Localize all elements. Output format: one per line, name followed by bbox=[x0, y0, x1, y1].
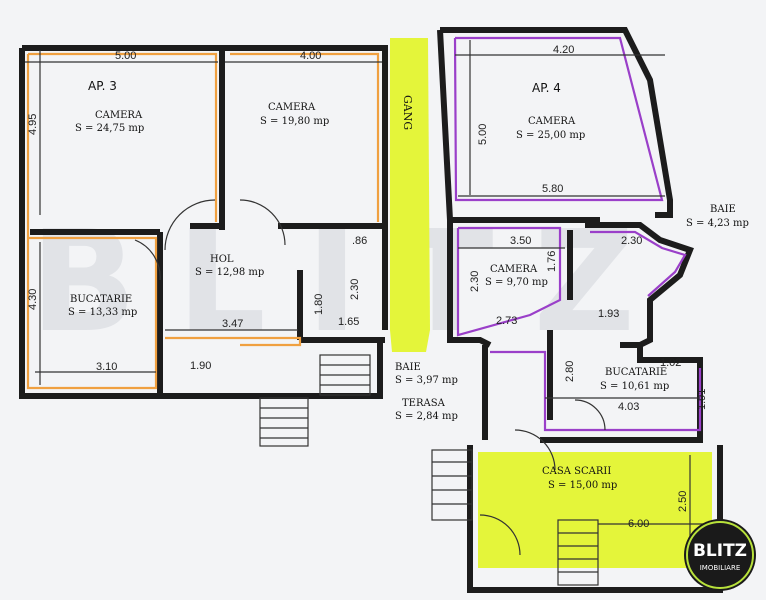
logo-sub-text: IMOBILIARE bbox=[700, 564, 741, 572]
apt4-walls bbox=[437, 27, 703, 443]
dim-347: 3.47 bbox=[222, 318, 243, 330]
doors bbox=[134, 199, 606, 556]
room-ap4-baie-area: S = 4,23 mp bbox=[686, 218, 749, 229]
stair-hall-walls bbox=[467, 445, 723, 593]
dim-400-top: 4.00 bbox=[300, 50, 321, 62]
dim-230c: 2.30 bbox=[469, 271, 481, 292]
room-ap3-camera1-area: S = 24,75 mp bbox=[75, 123, 144, 134]
room-ap3-camera2-name: CAMERA bbox=[268, 102, 316, 113]
dim-193: 1.93 bbox=[598, 308, 619, 320]
room-ap4-camera1-area: S = 25,00 mp bbox=[516, 130, 585, 141]
room-ap3-bucatarie-name: BUCATARIE bbox=[70, 294, 132, 305]
casa-scarii-highlight bbox=[478, 452, 712, 568]
gang-highlight bbox=[390, 38, 430, 352]
dim-280: 2.80 bbox=[564, 361, 576, 382]
dim-500-top: 5.00 bbox=[115, 50, 136, 62]
dim-191: 1.91 bbox=[696, 389, 708, 410]
room-ap4-bucatarie-name: BUCATARIE bbox=[605, 367, 667, 378]
dim-230a: 2.30 bbox=[349, 279, 361, 300]
dim-165: 1.65 bbox=[338, 316, 359, 328]
room-ap3-bucatarie-area: S = 13,33 mp bbox=[68, 307, 137, 318]
room-ap4-camera2-name: CAMERA bbox=[490, 264, 538, 275]
room-ap3-baie-area: S = 3,97 mp bbox=[395, 375, 458, 386]
dim-495: 4.95 bbox=[27, 114, 39, 135]
dim-420: 4.20 bbox=[553, 44, 574, 56]
apt3-title: AP. 3 bbox=[88, 79, 117, 93]
room-gang-name: GANG bbox=[401, 95, 414, 130]
dim-403: 4.03 bbox=[618, 401, 639, 413]
blitz-logo: BLITZ IMOBILIARE bbox=[684, 519, 756, 591]
room-ap4-camera2-area: S = 9,70 mp bbox=[485, 277, 548, 288]
dim-580: 5.80 bbox=[542, 183, 563, 195]
dim-230b: 2.30 bbox=[621, 235, 642, 247]
dim-180: 1.80 bbox=[313, 294, 325, 315]
dim-176: 1.76 bbox=[546, 251, 558, 272]
room-casa-scarii-name: CASA SCARII bbox=[542, 466, 611, 477]
dim-190: 1.90 bbox=[190, 360, 211, 372]
room-casa-scarii-area: S = 15,00 mp bbox=[548, 480, 617, 491]
dim-86: .86 bbox=[352, 235, 367, 247]
dim-430: 4.30 bbox=[27, 289, 39, 310]
apt3-outline bbox=[26, 52, 380, 390]
room-ap3-camera1-name: CAMERA bbox=[95, 110, 143, 121]
dimension-lines bbox=[25, 40, 708, 560]
dim-310: 3.10 bbox=[96, 361, 117, 373]
stairs bbox=[259, 354, 599, 586]
dim-350: 3.50 bbox=[510, 235, 531, 247]
room-ap3-baie-name: BAIE bbox=[395, 362, 421, 373]
apt4-title: AP. 4 bbox=[532, 81, 561, 95]
dim-102: 1.02 bbox=[660, 357, 681, 369]
room-ap4-bucatarie-area: S = 10,61 mp bbox=[600, 381, 669, 392]
dim-250: 2.50 bbox=[677, 491, 689, 512]
room-ap4-camera1-name: CAMERA bbox=[528, 116, 576, 127]
apt3-walls bbox=[19, 45, 388, 399]
room-hol-area: S = 12,98 mp bbox=[195, 267, 264, 278]
room-terasa-name: TERASA bbox=[402, 398, 446, 409]
dim-600: 6.00 bbox=[628, 518, 649, 530]
dim-273: 2.73 bbox=[496, 315, 517, 327]
room-hol-name: HOL bbox=[210, 254, 234, 265]
dim-500-v: 5.00 bbox=[477, 124, 489, 145]
room-ap3-camera2-area: S = 19,80 mp bbox=[260, 116, 329, 127]
room-ap4-baie-name: BAIE bbox=[710, 204, 736, 215]
room-terasa-area: S = 2,84 mp bbox=[395, 411, 458, 422]
logo-main-text: BLITZ bbox=[693, 541, 747, 561]
apt4-outline bbox=[453, 36, 702, 432]
